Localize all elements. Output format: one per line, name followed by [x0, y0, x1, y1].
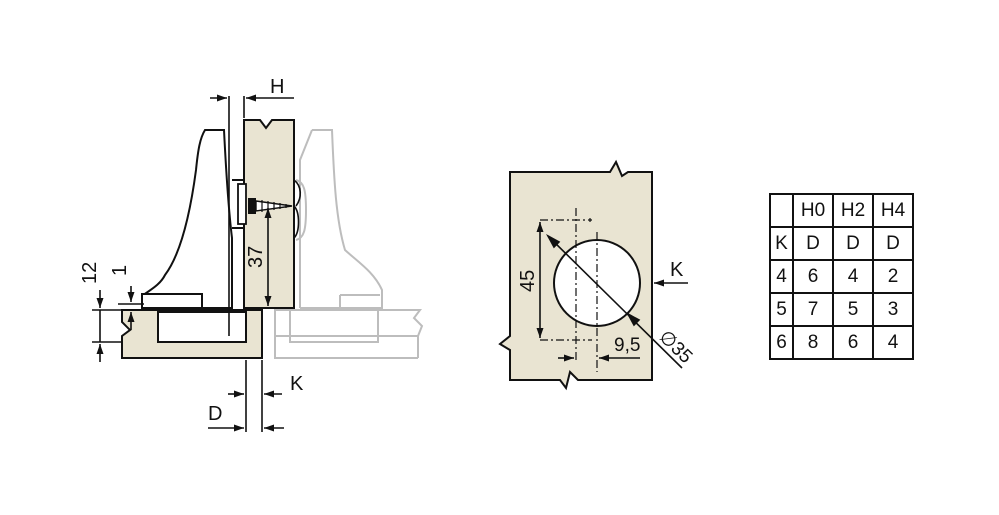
table-row-key: K: [769, 226, 794, 261]
label-37: 37: [245, 246, 267, 268]
table-cell: 2: [872, 259, 914, 294]
table-cell: 6: [792, 259, 834, 294]
dim-35: [545, 233, 683, 369]
label-k-side: K: [290, 373, 304, 395]
table-cell: D: [792, 226, 834, 261]
table-row: 4 6 4 2: [769, 259, 914, 294]
plate-view: 45 9,5 ∅35 K: [498, 159, 697, 391]
label-12: 12: [79, 262, 101, 284]
k-d-table: H0 H2 H4 K D D D 4 6 4 2 5 7 5 3 6 8 6 4: [769, 193, 914, 360]
label-9-5: 9,5: [614, 335, 640, 356]
table-row-key: 5: [769, 292, 794, 327]
table-row: 6 8 6 4: [769, 325, 914, 360]
label-k-plate: K: [670, 259, 684, 281]
hinge-arm: [141, 129, 233, 309]
table-cell: 4: [872, 325, 914, 360]
table-corner: [769, 193, 794, 228]
table-header-cell: H4: [872, 193, 914, 228]
ghost-hinge: [274, 129, 424, 359]
table-cell: 5: [832, 292, 874, 327]
dim-h: [210, 94, 294, 336]
table-header-row: H0 H2 H4: [769, 193, 914, 228]
label-45: 45: [517, 270, 539, 292]
dim-k-d: [208, 360, 284, 432]
table-cell: 8: [792, 325, 834, 360]
table-row-key: 6: [769, 325, 794, 360]
table-row-key: 4: [769, 259, 794, 294]
table-cell: D: [832, 226, 874, 261]
table-cell: 3: [872, 292, 914, 327]
label-d: D: [208, 403, 222, 425]
table-cell: 4: [832, 259, 874, 294]
label-35: ∅35: [655, 326, 697, 367]
dim-12: [92, 286, 144, 362]
table-cell: D: [872, 226, 914, 261]
table-subheader-row: K D D D: [769, 226, 914, 261]
label-h: H: [270, 76, 284, 98]
side-view: H 37 12 1 K D: [79, 76, 424, 432]
table-header-cell: H2: [832, 193, 874, 228]
table-cell: 6: [832, 325, 874, 360]
table-cell: 7: [792, 292, 834, 327]
table-row: 5 7 5 3: [769, 292, 914, 327]
table-header-cell: H0: [792, 193, 834, 228]
label-1: 1: [109, 265, 131, 276]
